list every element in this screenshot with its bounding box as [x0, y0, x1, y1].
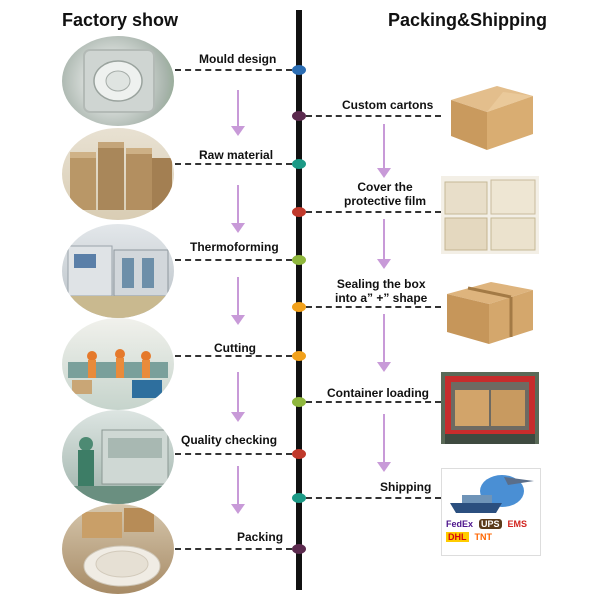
factory-show-header: Factory show: [62, 10, 179, 30]
arrow-mould-to-raw: [231, 90, 245, 136]
arrow-quality-to-packing: [231, 466, 245, 514]
quality-checking-connector: [175, 453, 292, 455]
raw-material-photo: [62, 128, 174, 220]
ups-logo: UPS: [479, 519, 502, 529]
thermoforming-connector: [175, 259, 292, 261]
arrow-cartons-to-film: [377, 124, 391, 178]
sealing-box-label: Sealing the box into a” +” shape: [335, 277, 428, 305]
thermoforming-dot: [292, 255, 306, 265]
container-loading-dot: [292, 397, 306, 407]
sealing-box-connector: [306, 306, 441, 308]
cutting-dot: [292, 351, 306, 361]
cover-film-photo: [441, 176, 539, 254]
shipping-photo: FedEx UPS EMS DHL TNT: [441, 468, 541, 556]
mould-design-photo: [62, 36, 174, 126]
thermoforming-label: Thermoforming: [190, 240, 279, 254]
ems-logo: EMS: [507, 519, 528, 529]
arrow-film-to-sealing: [377, 219, 391, 269]
cover-film-connector: [306, 211, 441, 213]
raw-material-connector: [175, 163, 292, 165]
quality-checking-photo: [62, 410, 174, 504]
quality-checking-dot: [292, 449, 306, 459]
cover-film-dot: [292, 207, 306, 217]
sealing-box-photo: [441, 272, 539, 348]
packing-connector: [175, 548, 292, 550]
dhl-logo: DHL: [446, 532, 469, 542]
packing-dot: [292, 544, 306, 554]
cutting-photo: [62, 318, 174, 410]
cutting-connector: [175, 355, 292, 357]
mould-design-connector: [175, 69, 292, 71]
timeline-line: [296, 10, 302, 590]
custom-cartons-dot: [292, 111, 306, 121]
custom-cartons-connector: [306, 115, 441, 117]
container-loading-label: Container loading: [327, 386, 429, 400]
arrow-cutting-to-quality: [231, 372, 245, 422]
packing-label: Packing: [237, 530, 284, 544]
container-loading-connector: [306, 401, 441, 403]
raw-material-label: Raw material: [199, 148, 274, 162]
arrow-container-to-shipping: [377, 414, 391, 472]
tnt-logo: TNT: [474, 532, 493, 542]
thermoforming-photo: [62, 224, 174, 318]
mould-design-label: Mould design: [199, 52, 277, 66]
packing-shipping-header: Packing&Shipping: [388, 10, 548, 30]
sealing-box-dot: [292, 302, 306, 312]
shipping-dot: [292, 493, 306, 503]
arrow-sealing-to-container: [377, 314, 391, 372]
shipping-label: Shipping: [380, 480, 432, 494]
custom-cartons-label: Custom cartons: [342, 98, 434, 112]
arrow-thermo-to-cutting: [231, 277, 245, 325]
fedex-logo: FedEx: [446, 519, 474, 529]
mould-design-dot: [292, 65, 306, 75]
cover-film-label: Cover the protective film: [344, 180, 427, 208]
cutting-label: Cutting: [214, 341, 256, 355]
shipping-connector: [306, 497, 441, 499]
packing-photo: [62, 504, 174, 594]
raw-material-dot: [292, 159, 306, 169]
quality-checking-label: Quality checking: [181, 433, 278, 447]
arrow-raw-to-thermo: [231, 185, 245, 233]
custom-cartons-photo: [441, 74, 539, 154]
container-loading-photo: [441, 372, 539, 444]
